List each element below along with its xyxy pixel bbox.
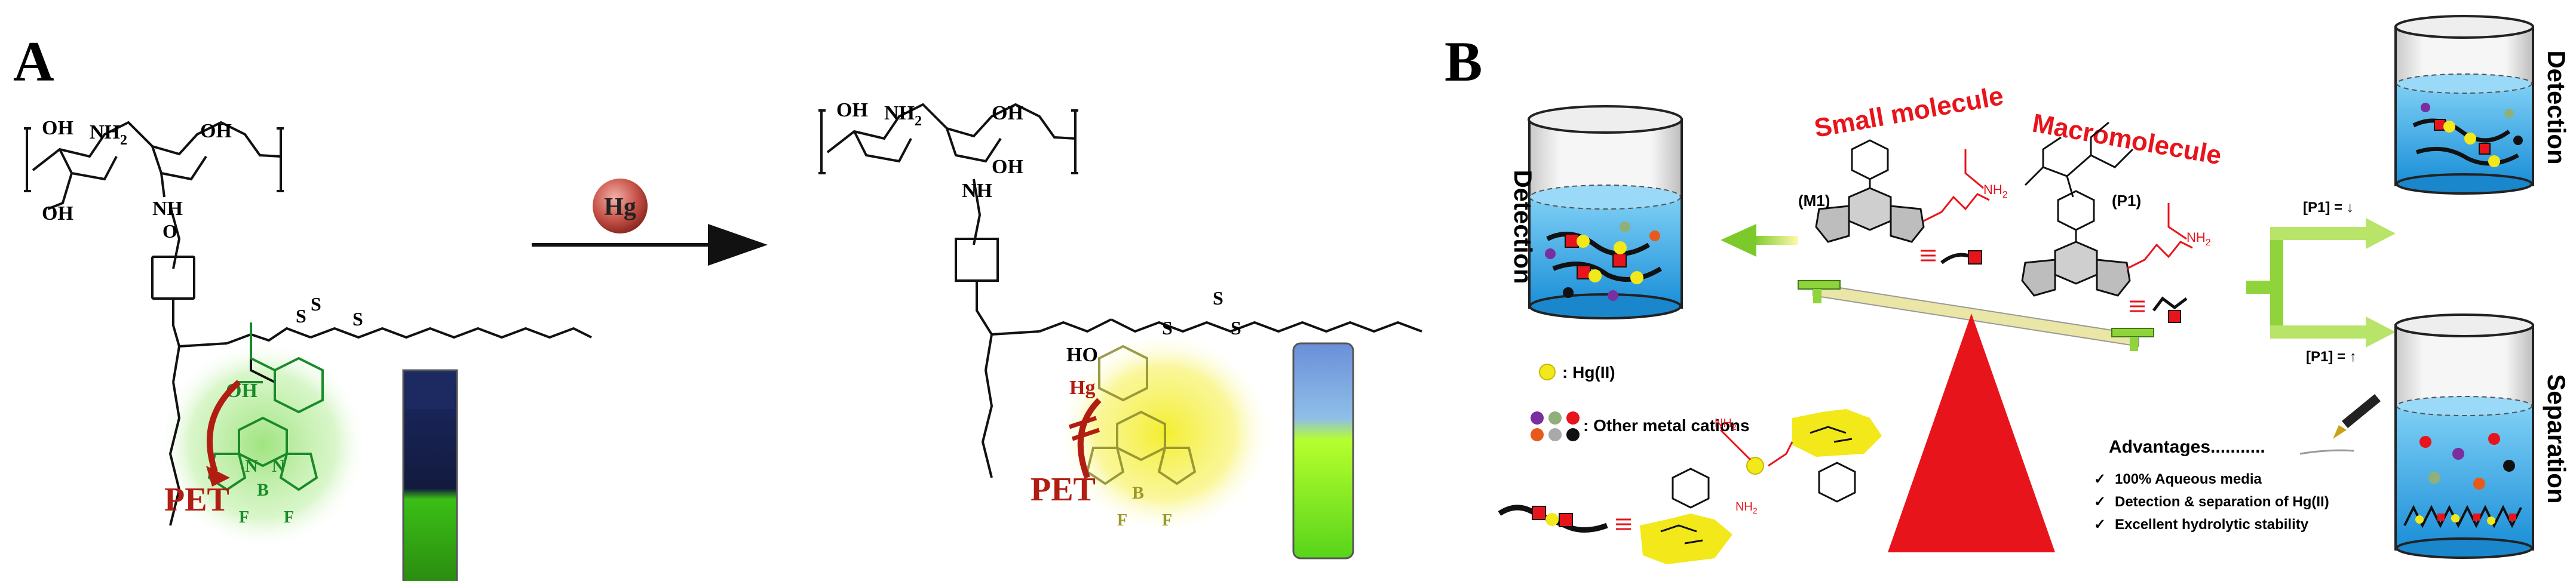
nh2-label-r: NH2	[884, 102, 922, 129]
nh2-label: NH2	[90, 121, 127, 148]
small-molecule-label: Small molecule	[1812, 81, 2005, 143]
o-label: O	[162, 220, 177, 242]
vial-icon-bright	[1292, 342, 1354, 560]
oh-label-r1: OH	[836, 99, 868, 121]
detection-label-left: Detection	[1509, 170, 1537, 284]
p1-nh2: NH2	[2186, 230, 2211, 248]
green-glow	[158, 340, 367, 549]
f-label-a: F	[239, 508, 249, 527]
f-label-r1: F	[1117, 511, 1127, 530]
p1-up-label: [P1] = ↑	[2306, 349, 2357, 365]
p1-down-label: [P1] = ↓	[2303, 199, 2354, 216]
other-cations-dots	[1531, 411, 1580, 441]
checkmark-icon-3: ✓	[2094, 517, 2106, 533]
ho-label: HO	[1066, 344, 1098, 366]
complex-thiosemicarbazone	[1719, 429, 1793, 467]
beaker-icon-detection-right	[2394, 15, 2534, 195]
panel-b-label: B	[1445, 30, 1482, 93]
pet-arrow-left	[207, 380, 241, 473]
p1-label: (P1)	[2112, 192, 2141, 210]
s-label-2: S	[311, 293, 321, 315]
oh-label-3: OH	[42, 202, 73, 225]
hg-reagent-label: Hg	[604, 193, 636, 221]
complex-hg-1	[1545, 513, 1559, 526]
complex-box-1	[1532, 506, 1546, 520]
m1-structure	[1815, 139, 1925, 243]
reaction-arrowhead	[708, 224, 768, 266]
beaker-icon-detection	[1528, 105, 1683, 319]
n-label-a: N	[245, 456, 258, 476]
oh-label-2: OH	[200, 120, 232, 142]
complex-hg-center	[1746, 457, 1764, 475]
advantage-item-1: 100% Aqueous media	[2115, 471, 2262, 487]
m1-symbol	[1940, 253, 1973, 265]
f-label-b: F	[284, 508, 294, 527]
panel-a: A OH NH2 OH OH NH O S S S	[13, 30, 1422, 581]
n-label-b: N	[272, 456, 285, 476]
pet-block-2	[1071, 428, 1100, 441]
nh-label-r: NH	[962, 180, 992, 202]
vial-icon	[402, 369, 458, 581]
panel-a-label: A	[13, 30, 54, 93]
checkmark-icon: ✓	[2094, 471, 2106, 487]
advantages-title: Advantages...........	[2109, 437, 2265, 457]
pet-block-1	[1068, 416, 1097, 429]
advantages-list: ✓ 100% Aqueous media ✓ Detection & separ…	[2094, 471, 2329, 533]
b-label-r: B	[1132, 483, 1144, 503]
chitosan-backbone-left	[24, 121, 592, 526]
hg-bound-label: Hg	[1069, 377, 1095, 399]
b-label: B	[257, 480, 269, 500]
hg-legend-dot	[1539, 364, 1556, 380]
m1-label: (M1)	[1798, 192, 1830, 210]
s-label: S	[296, 305, 306, 327]
pet-arrowhead-left	[206, 466, 230, 487]
bodipy-yellow-right	[1792, 409, 1882, 503]
advantage-item-2: Detection & separation of Hg(II)	[2115, 494, 2329, 510]
complex-nh2-top: NH2	[1715, 417, 1737, 432]
complex-nh2-bottom: NH2	[1735, 500, 1758, 515]
beaker-icon-separation	[2394, 313, 2534, 559]
oh-label-r2: OH	[992, 102, 1023, 124]
f-label-r2: F	[1162, 511, 1172, 530]
seesaw-icon	[1798, 280, 2154, 552]
m1-symbol-box	[1968, 250, 1982, 265]
p1-symbol-box	[2168, 310, 2181, 323]
bodipy-yellow-left	[1640, 468, 1732, 564]
advantage-item-3: Excellent hydrolytic stability	[2115, 517, 2309, 533]
s-label-r2: S	[1231, 317, 1241, 339]
panel-b: B Detection Smal	[1445, 15, 2571, 564]
m1-nh2: NH2	[1983, 182, 2008, 200]
oh-label-r3: OH	[992, 156, 1023, 178]
p1-symbol	[2152, 296, 2188, 312]
p1-thiosemicarbazone	[2126, 203, 2193, 270]
pen-icon	[2299, 394, 2381, 455]
arrowhead-to-detection	[1721, 224, 1756, 257]
checkmark-icon-2: ✓	[2094, 494, 2106, 510]
arrow-to-detection	[1753, 230, 1798, 245]
complex-box-2	[1559, 513, 1573, 527]
p1-structure	[2021, 121, 2134, 297]
branch-arrows	[2246, 218, 2396, 348]
s-label-r1: S	[1213, 287, 1223, 309]
s-label-3: S	[352, 308, 363, 330]
chitosan-backbone-right	[818, 103, 1422, 478]
m1-thiosemicarbazone	[1923, 149, 1990, 222]
nh-label: NH	[152, 198, 183, 220]
oh-label: OH	[42, 117, 73, 139]
polymer-hg-complex-left	[1545, 222, 1663, 301]
s-label-r3: S	[1162, 317, 1173, 339]
bodipy-fluorophore-right	[1085, 345, 1197, 485]
pet-label-right: PET	[1031, 471, 1096, 508]
detection-label-right: Detection	[2543, 50, 2571, 164]
mercury-ball-icon	[593, 179, 648, 233]
seesaw-triangle-icon	[1888, 313, 2055, 552]
pet-label-left: PET	[164, 481, 229, 518]
hg-legend-label: : Hg(II)	[1562, 363, 1615, 382]
separation-label: Separation	[2543, 374, 2571, 503]
